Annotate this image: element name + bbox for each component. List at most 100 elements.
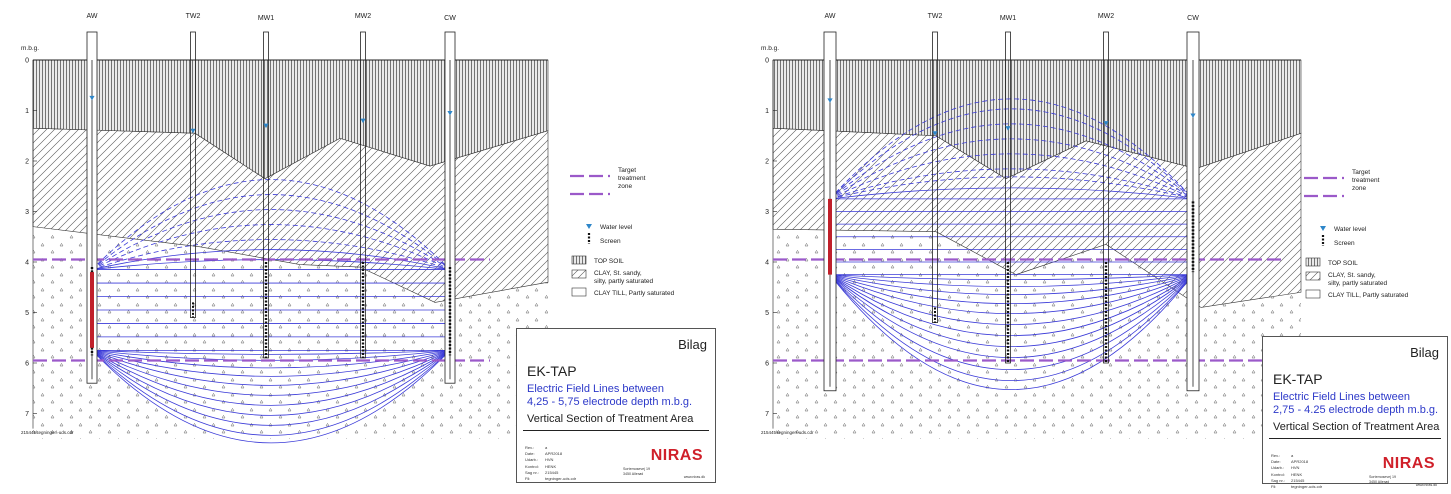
meta-row: Rev.:a <box>1271 453 1322 459</box>
water-level-marker <box>447 111 453 116</box>
company-website: www.niras.dk <box>1415 483 1437 487</box>
water-level-marker <box>89 95 95 101</box>
legend-sandy-clay-label: silty, partly saturated <box>1328 280 1388 287</box>
meta-key: Date: <box>525 451 535 457</box>
meta-value: HVN <box>545 457 554 463</box>
project-title: EK-TAP <box>1273 371 1323 387</box>
water-level-marker <box>1005 126 1011 131</box>
field-line <box>829 138 1194 200</box>
meta-value: tegninger-uds.cdr <box>545 476 577 482</box>
legend-target-zone-label: treatment <box>618 175 646 182</box>
meta-row: Fil:tegninger-uds.cdr <box>525 476 576 482</box>
address-line: 3450 Allerød <box>1369 480 1390 484</box>
legend-sandy-clay-label: silty, partly saturated <box>594 278 654 285</box>
depth-tick-label: 6 <box>765 361 769 368</box>
divider <box>523 430 709 431</box>
depth-axis-unit: m.b.g. <box>761 45 779 52</box>
depth-tick-label: 5 <box>765 310 769 317</box>
meta-row: Sag nr.:215445 <box>1271 478 1322 484</box>
field-line <box>91 350 451 416</box>
meta-key: Sag nr.: <box>1271 477 1285 483</box>
legend-clay-till-label: CLAY TILL, Partly saturated <box>594 290 675 297</box>
meta-row: Sag nr.:215445 <box>525 470 576 476</box>
well-mw1: MW1 <box>1000 15 1016 364</box>
field-description: Electric Field Lines between 4,25 - 5,75… <box>527 383 692 409</box>
legend-sandy-clay-label: CLAY, St. sandy, <box>1328 272 1376 279</box>
meta-key: Sag nr.: <box>525 469 539 475</box>
water-level-marker <box>827 98 833 103</box>
well-label: MW1 <box>1000 15 1016 22</box>
well-casing <box>1103 31 1109 364</box>
niras-logo: NIRAS <box>650 447 703 464</box>
field-line <box>829 123 1194 200</box>
meta-value: HVN <box>1291 465 1300 471</box>
address-line: 3450 Allerød <box>623 472 644 476</box>
field-line <box>91 194 451 270</box>
field-line <box>829 176 1194 200</box>
field-line <box>829 153 1194 200</box>
well-label: TW2 <box>928 13 943 20</box>
depth-axis-unit: m.b.g. <box>21 45 39 52</box>
legend-sandy-clay-swatch <box>1305 271 1321 281</box>
file-reference-label: 215445\tegninger\-uds.cdr <box>21 430 74 435</box>
well-mw1: MW1 <box>258 15 274 359</box>
depth-tick-label: 3 <box>765 209 769 216</box>
meta-row: Udarb.: HVN <box>1271 465 1322 471</box>
water-level-marker <box>360 118 366 124</box>
field-line <box>829 274 1194 326</box>
well-label: TW2 <box>186 13 201 20</box>
depth-tick-label: 4 <box>25 260 29 267</box>
depth-tick-label: 0 <box>765 58 769 65</box>
field-line <box>829 274 1194 381</box>
meta-row: Date: APR2018 <box>525 451 576 457</box>
info-box-left: Bilag EK-TAP Electric Field Lines betwee… <box>516 328 716 483</box>
field-line <box>829 274 1194 347</box>
depth-tick-label: 3 <box>25 209 29 216</box>
meta-row: Kontrol:HENK <box>525 464 576 470</box>
meta-key: Kontrol: <box>525 463 539 469</box>
address-line: Sortemosevej 19 <box>623 467 650 471</box>
meta-key: Date: <box>1271 459 1281 465</box>
well-tw2: TW2 <box>928 13 943 324</box>
company-website: www.niras.dk <box>683 475 705 479</box>
water-level-marker <box>1190 113 1196 119</box>
legend-target-zone-label: treatment <box>1352 177 1380 184</box>
depth-tick-label: 6 <box>25 361 29 368</box>
legend-target-zone-label: Target <box>618 167 636 174</box>
info-box-right: Bilag EK-TAP Electric Field Lines betwee… <box>1262 336 1448 489</box>
meta-value: APR2018 <box>545 451 563 457</box>
field-line <box>829 108 1194 200</box>
meta-key: Udarb.: <box>525 457 539 463</box>
meta-row: Date: APR2018 <box>1271 459 1322 465</box>
field-line <box>829 274 1194 390</box>
water-level-marker <box>932 131 938 136</box>
field-line <box>91 350 451 406</box>
description-line-2: 4,25 - 5,75 electrode depth m.b.g. <box>527 396 693 408</box>
depth-tick-label: 4 <box>765 260 769 267</box>
well-mw2: MW2 <box>1098 13 1114 364</box>
description-line-1: Electric Field Lines between <box>527 383 664 395</box>
meta-value: APR2018 <box>1291 459 1309 465</box>
field-line <box>829 274 1194 288</box>
well-label: AW <box>824 13 835 20</box>
meta-key: Rev.: <box>1271 453 1281 458</box>
depth-tick-label: 7 <box>25 411 29 418</box>
legend-clay-till-swatch <box>1305 289 1321 299</box>
niras-logo: NIRAS <box>1382 455 1435 472</box>
well-casing <box>1005 31 1011 364</box>
well-tw2: TW2 <box>186 13 201 318</box>
water-level-marker <box>190 128 196 134</box>
meta-value: a <box>545 445 548 450</box>
file-reference-label: 215445\tegninger\-uds.cdr <box>761 430 814 435</box>
meta-key: Udarb.: <box>1271 465 1285 471</box>
well-label: CW <box>1187 15 1199 22</box>
field-line <box>829 274 1194 296</box>
meta-row: Kontrol:HENK <box>1271 472 1322 478</box>
meta-key: Rev.: <box>525 445 535 450</box>
company-address: Sortemosevej 19 3450 Allerød <box>623 467 650 477</box>
field-line <box>91 349 451 355</box>
field-line <box>91 349 451 377</box>
